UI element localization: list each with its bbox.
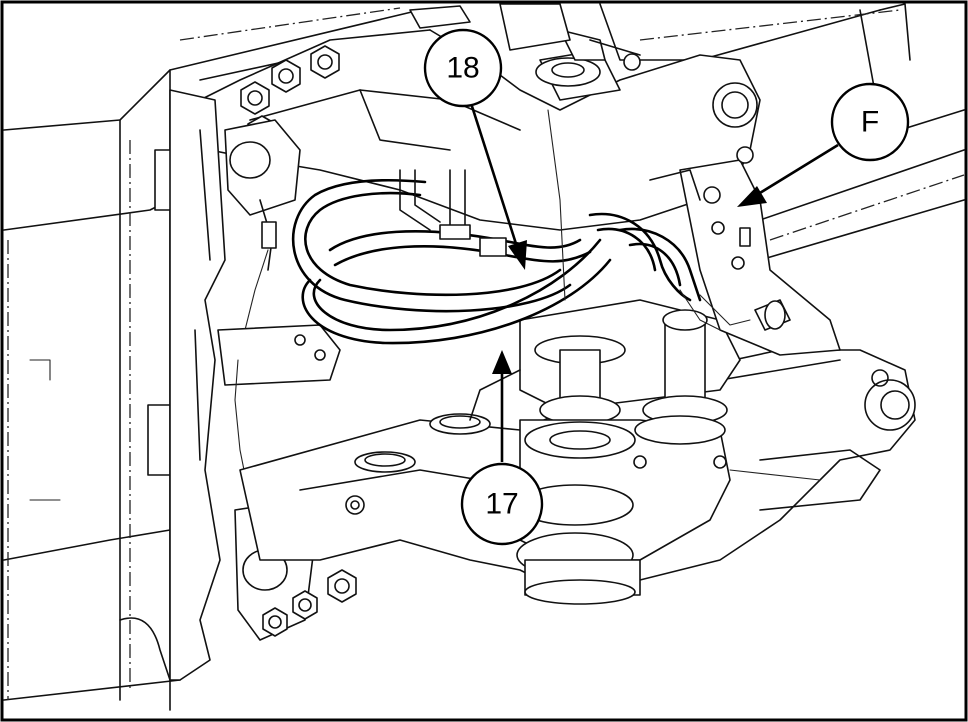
callout-17-circle (460, 462, 544, 546)
callout-f-label: F (861, 106, 879, 139)
callout-f-circle (830, 82, 910, 162)
callout-18-label: 18 (446, 52, 479, 85)
knuckle-left (169, 89, 341, 681)
callout-f: F (737, 82, 910, 207)
callout-17-label: 17 (485, 488, 518, 521)
hydraulic-hoses (291, 109, 751, 345)
upper-bracket-casting (179, 3, 761, 231)
callout-17: 17 (460, 350, 544, 546)
callout-18: 18 (423, 28, 527, 270)
cylinder-assembly (469, 299, 741, 605)
callout-18-circle (423, 28, 503, 108)
mounting-plate-f (649, 146, 841, 356)
